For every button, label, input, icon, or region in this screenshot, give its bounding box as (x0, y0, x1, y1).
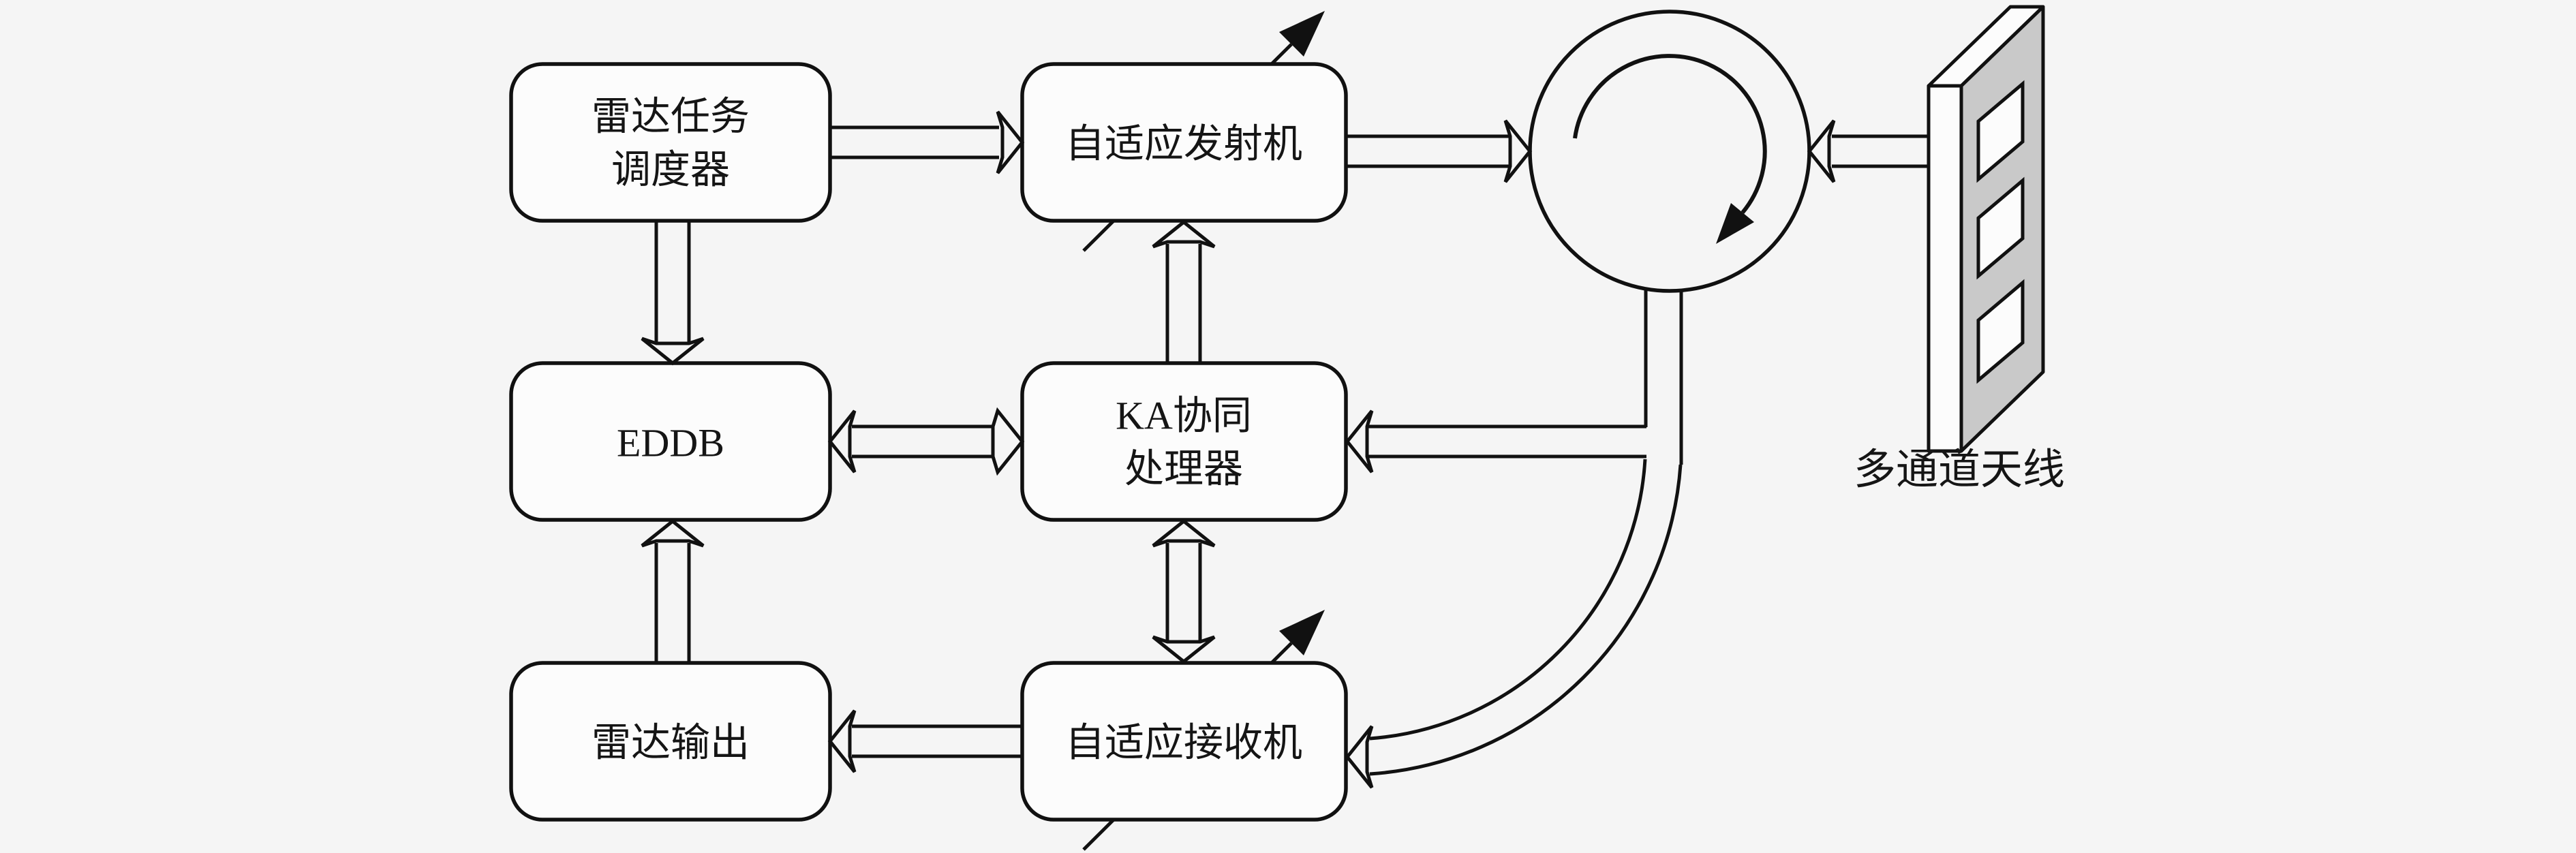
circulator-circle (1528, 10, 1811, 293)
receiver-label: 自适应接收机 (1065, 721, 1302, 765)
circulator-rotation-arrowhead-icon (1716, 203, 1754, 244)
arrowhead-into-ka-left-icon (991, 407, 1025, 476)
arrowhead-into-ka-right-icon (1345, 409, 1374, 474)
node-ka-processor: KA协同 处理器 (1020, 361, 1348, 522)
arrowhead-into-eddb-top-icon (641, 337, 705, 366)
node-adaptive-transmitter: 自适应发射机 (1020, 62, 1348, 223)
curve-to-receiver-inner (1369, 459, 1647, 741)
arrowhead-into-transmitter-left-icon (996, 110, 1025, 174)
transmitter-label: 自适应发射机 (1065, 122, 1302, 166)
arrowhead-into-eddb-bottom-icon (641, 518, 705, 548)
arrowhead-into-transmitter-bottom-icon (1152, 219, 1216, 249)
scheduler-label-line2: 调度器 (611, 148, 730, 192)
arrowhead-into-circulator-right-icon (1807, 119, 1836, 183)
multichannel-antenna-symbol (1927, 5, 2045, 453)
arrowhead-into-ka-bottom-icon (1152, 518, 1216, 548)
circulator-rotation-arc (1573, 54, 1767, 214)
node-radar-output: 雷达输出 (509, 661, 832, 822)
scheduler-label-line1: 雷达任务 (592, 95, 750, 139)
node-eddb: EDDB (509, 361, 832, 522)
receiver-adaptive-arrowhead-icon (1279, 610, 1325, 655)
antenna-element-2 (1976, 176, 2025, 280)
ka-box (1020, 361, 1348, 522)
output-label: 雷达输出 (592, 721, 750, 765)
antenna-element-1 (1976, 80, 2025, 183)
eddb-label: EDDB (617, 421, 724, 465)
scheduler-box (509, 62, 832, 223)
arrowhead-into-eddb-right-icon (827, 409, 857, 474)
curve-to-receiver-outer (1369, 464, 1683, 776)
ka-label-line2: 处理器 (1124, 447, 1243, 491)
antenna-caption: 多通道天线 (1854, 447, 2065, 493)
ka-label-line1: KA协同 (1116, 394, 1252, 438)
antenna-element-3 (1976, 279, 2025, 384)
arrowhead-into-receiver-top-icon (1152, 635, 1216, 664)
arrowhead-into-receiver-right-icon (1345, 725, 1374, 789)
node-radar-task-scheduler: 雷达任务 调度器 (509, 62, 832, 223)
arrowhead-into-output-right-icon (827, 709, 857, 773)
transmitter-adaptive-arrowhead-icon (1279, 11, 1325, 57)
antenna-front-face (1927, 84, 1963, 453)
arrowhead-into-circulator-left-icon (1503, 119, 1533, 183)
circulator-symbol (1528, 10, 1811, 293)
node-adaptive-receiver: 自适应接收机 (1020, 661, 1348, 822)
